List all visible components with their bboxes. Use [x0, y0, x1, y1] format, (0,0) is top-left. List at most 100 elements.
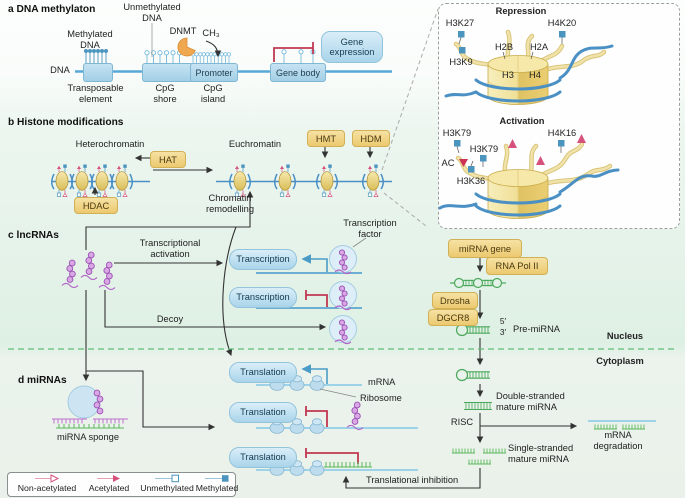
- h3k9-label: H3K9: [449, 57, 473, 67]
- activation-nucleosome: [438, 134, 620, 219]
- gene-expression-box: Gene expression: [321, 31, 383, 63]
- repression-nucleosome: [444, 29, 614, 105]
- promoter-box: Promoter: [190, 63, 238, 82]
- repression-label: Repression: [495, 6, 547, 16]
- filled-blue-square-icon: [205, 475, 229, 482]
- transcription-factor-label: Transcription factor: [343, 218, 397, 239]
- h4k16-label: H4K16: [547, 128, 577, 138]
- mirna-on-mrna: [324, 462, 372, 468]
- ch3-label: CH₃: [202, 28, 220, 38]
- mrna-degradation-label: mRNA degradation: [593, 430, 643, 451]
- hmt-pill: HMT: [307, 130, 345, 147]
- translation-inhibitor-2: [305, 406, 328, 427]
- legend: Non-acetylated Acetylated Unmethylated M…: [7, 472, 238, 497]
- translation-box-3: Translation: [229, 447, 297, 468]
- legend-label: Acetylated: [88, 483, 130, 493]
- h3k36-label: H3K36: [456, 176, 486, 186]
- three-prime-label: 3′: [499, 327, 507, 337]
- translation-inhibitor-3: [305, 448, 359, 464]
- cpg-island-lollipops: [190, 52, 232, 63]
- dnmt-label: DNMT: [169, 26, 197, 36]
- decoy-arrow: [104, 290, 327, 331]
- risc-label: RISC: [450, 417, 474, 427]
- five-prime-label: 5′: [499, 316, 507, 326]
- h4-label: H4: [529, 70, 541, 80]
- section-d-heading: d miRNAs: [18, 375, 67, 386]
- transcription-box-1: Transcription: [229, 249, 297, 270]
- cytoplasm-label: Cytoplasm: [596, 356, 644, 366]
- mirna-sponge-label: miRNA sponge: [56, 432, 119, 442]
- section-b-heading: b Histone modifications: [8, 117, 124, 128]
- legend-label: Non-acetylated: [17, 483, 77, 493]
- cpg-shore-box: [142, 63, 194, 82]
- tf-pointer: [352, 237, 367, 248]
- gene-body-box: Gene body: [270, 63, 326, 82]
- nucleus-label: Nucleus: [606, 331, 644, 341]
- methylated-lollipops: [84, 49, 108, 63]
- double-stranded-label: Double-stranded mature miRNA: [496, 391, 565, 412]
- filled-pink-triangle-icon: [97, 475, 120, 482]
- translation-box-1: Translation: [229, 362, 297, 383]
- h3k79-lower-label: H3K79: [469, 144, 499, 154]
- ch3-arrow: [205, 40, 222, 58]
- hat-pill: HAT: [150, 151, 186, 168]
- gene-body-lollipops: [281, 49, 316, 63]
- methylated-dna-label: Methylated DNA: [67, 29, 113, 50]
- legend-item-acetylated: Acetylated: [84, 474, 134, 493]
- transposable-element-box: [83, 63, 113, 82]
- cpg-island-label: CpG island: [200, 83, 226, 104]
- section-a-heading: a DNA methylaton: [8, 4, 96, 15]
- h4k20-label: H4K20: [547, 18, 577, 28]
- h3-label: H3: [502, 70, 514, 80]
- ac-label: AC: [441, 158, 455, 168]
- h3k79-upper-label: H3K79: [442, 128, 472, 138]
- transposable-element-label: Transposable element: [67, 83, 124, 104]
- dgcr8-pill: DGCR8: [428, 309, 478, 326]
- nucleosome-inset-art: [438, 29, 620, 219]
- legend-item-non-acetylated: Non-acetylated: [14, 474, 80, 493]
- drosha-pill: Drosha: [432, 292, 478, 309]
- inset-zoom-connectors: [381, 8, 439, 227]
- rna-pol-ii-pill: RNA Pol II: [486, 257, 548, 275]
- transcriptional-activation-label: Transcriptional activation: [139, 238, 201, 259]
- chromatin-remodelling-arrow: [85, 190, 254, 250]
- section-c-heading: c lncRNAs: [8, 230, 59, 241]
- transcription-inhibitor: [305, 290, 328, 307]
- legend-item-unmethylated: Unmethylated: [136, 474, 198, 493]
- translation-activate-arrow: [301, 364, 328, 384]
- mirna-sponge-graphic: [52, 385, 128, 429]
- legend-item-methylated: Methylated: [196, 474, 238, 493]
- dna-label: DNA: [50, 65, 70, 75]
- lncrna-branch-line: [86, 370, 216, 431]
- mrna-label: mRNA: [368, 377, 396, 387]
- gene-repression-inhibitor: [273, 42, 314, 62]
- translation-box-2: Translation: [229, 402, 297, 423]
- translational-inhibition-path: [342, 468, 481, 489]
- decoy-label: Decoy: [156, 314, 184, 324]
- single-stranded-label: Single-stranded mature miRNA: [508, 443, 574, 464]
- pri-mirna: [450, 277, 506, 289]
- lncrna-to-translation-curve: [222, 226, 237, 357]
- ribosome-pointer: [319, 388, 357, 398]
- euchromatin-label: Euchromatin: [228, 139, 282, 149]
- translational-inhibition-label: Translational inhibition: [366, 475, 459, 485]
- hdac-pill: HDAC: [74, 197, 118, 214]
- heterochromatin-label: Heterochromatin: [75, 139, 145, 149]
- double-stranded-mirna: [464, 401, 492, 411]
- activation-label: Activation: [499, 116, 545, 126]
- unmethylated-lollipops-shore: [144, 50, 183, 63]
- unmethylated-dna-label: Unmethylated DNA: [123, 2, 181, 23]
- h2a-label: H2A: [529, 42, 549, 52]
- chromatin-remodelling-label: Chromatin remodelling: [205, 193, 255, 214]
- mirna-gene-pill: miRNA gene: [448, 239, 522, 258]
- dnmt-enzyme-icon: [177, 37, 196, 57]
- cpg-shore-label: CpG shore: [153, 83, 177, 104]
- legend-label: Methylated: [195, 483, 239, 493]
- transcription-box-2: Transcription: [229, 287, 297, 308]
- h3k27-label: H3K27: [445, 18, 475, 28]
- pre-mirna-label: Pre-miRNA: [513, 324, 561, 334]
- ribosome-label: Ribosome: [360, 393, 402, 403]
- h2b-label: H2B: [494, 42, 514, 52]
